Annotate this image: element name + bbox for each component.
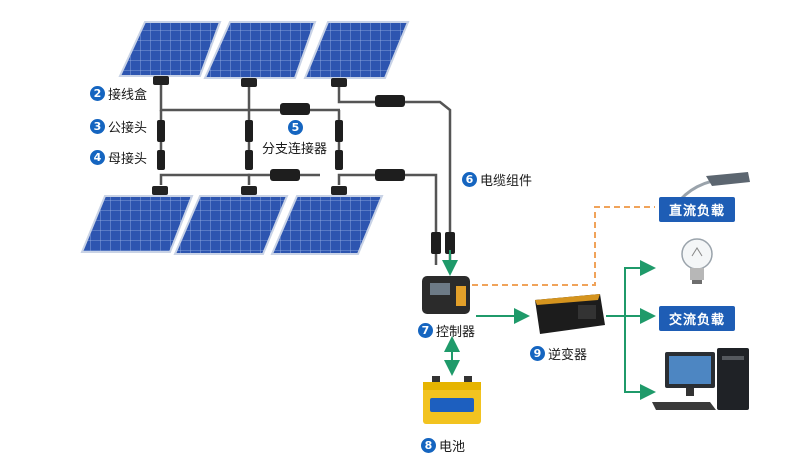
controller-device	[422, 276, 470, 314]
branch-connector-label: 分支连接器	[262, 138, 327, 157]
junction-box-label: 2 接线盒	[90, 84, 147, 103]
male-connector-label: 3 公接头	[90, 117, 147, 136]
battery-device	[423, 376, 481, 424]
female-connector-badge: 4	[90, 150, 105, 165]
controller-text: 控制器	[436, 325, 476, 340]
branch-connector-text: 分支连接器	[262, 142, 328, 157]
connectors	[157, 95, 455, 254]
solar-panel-bottom-1	[80, 195, 194, 253]
ac-distribution-lines	[606, 260, 656, 400]
cable-assembly-label: 6 电缆组件	[462, 170, 532, 189]
branch-connector-badge-wrap: 5	[288, 120, 303, 135]
dc-load-tag: 直流负载	[659, 197, 736, 222]
controller-label: 7 控制器	[418, 321, 475, 340]
inverter-text: 逆变器	[548, 348, 588, 363]
light-bulb-icon	[681, 238, 713, 284]
inverter-device	[535, 294, 605, 334]
street-lamp-icon	[678, 172, 750, 202]
inverter-label: 9 逆变器	[530, 344, 587, 363]
junction-box-text: 接线盒	[108, 88, 148, 103]
solar-panel-bottom-2	[173, 195, 289, 255]
male-connector-text: 公接头	[108, 121, 148, 136]
junction-box-badge: 2	[90, 86, 105, 101]
cable-assembly-text: 电缆组件	[480, 174, 533, 189]
battery-label: 8 电池	[421, 436, 465, 455]
computer-icon	[652, 348, 749, 410]
battery-badge: 8	[421, 438, 436, 453]
female-connector-text: 母接头	[108, 152, 148, 167]
battery-text: 电池	[439, 440, 466, 455]
dc-load-dashed-line	[472, 206, 655, 286]
controller-badge: 7	[418, 323, 433, 338]
cable-assembly-badge: 6	[462, 172, 477, 187]
male-connector-badge: 3	[90, 119, 105, 134]
inverter-badge: 9	[530, 346, 545, 361]
female-connector-label: 4 母接头	[90, 148, 147, 167]
junction-boxes	[152, 76, 347, 195]
ac-load-tag: 交流负载	[659, 306, 736, 331]
solar-panel-top-3	[303, 21, 410, 79]
solar-panel-top-1	[118, 21, 222, 77]
solar-panel-bottom-3	[270, 195, 384, 255]
branch-connector-badge: 5	[288, 120, 303, 135]
solar-panel-top-2	[203, 21, 317, 79]
